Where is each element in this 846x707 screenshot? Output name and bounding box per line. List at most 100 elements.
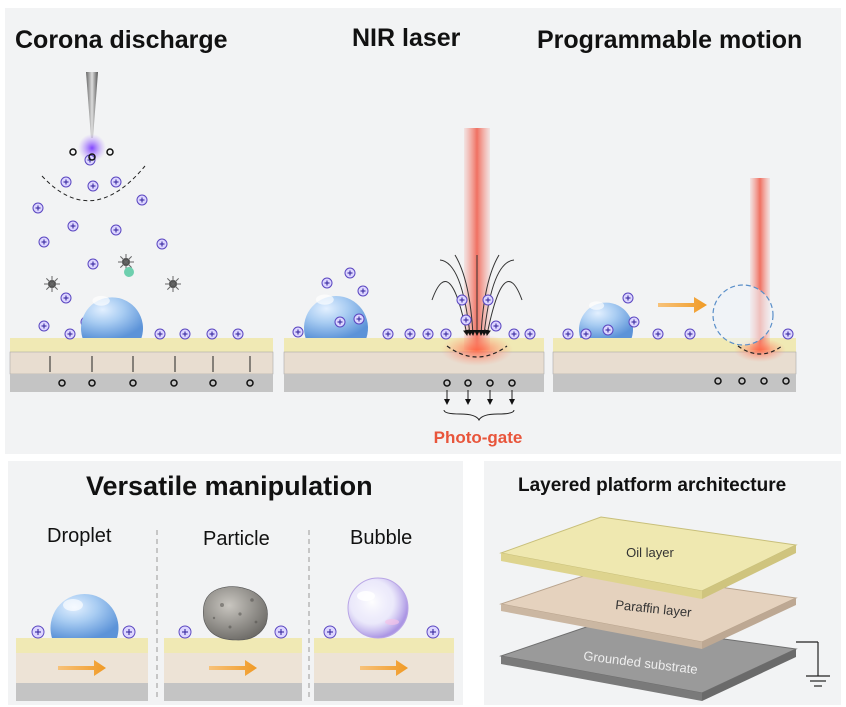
electron-icon (170, 379, 178, 387)
positive-charge-icon (87, 180, 99, 192)
positive-charge-icon (32, 202, 44, 214)
electron-icon (246, 379, 254, 387)
title-programmable-motion: Programmable motion (537, 26, 803, 54)
motion-arrow-icon (209, 660, 257, 676)
positive-charge-icon (602, 324, 614, 336)
positive-charge-icon (652, 328, 664, 340)
positive-charge-icon (60, 176, 72, 188)
positive-charge-icon (154, 328, 166, 340)
label-bubble: Bubble (350, 527, 413, 549)
positive-charge-icon (482, 294, 494, 306)
positive-charge-icon (422, 328, 434, 340)
electron-icon (782, 377, 790, 385)
particle-object (203, 586, 268, 641)
layered-platform-diagram: Oil layer Paraffin layer Grounded substr… (499, 516, 830, 701)
positive-charge-icon (31, 625, 45, 639)
title-versatile-manipulation: Versatile manipulation (86, 471, 373, 501)
positive-charge-icon (456, 294, 468, 306)
neutral-particle-icon (124, 267, 134, 277)
spark-icon (44, 276, 60, 292)
electron-icon (88, 379, 96, 387)
programmable-motion-diagram (552, 178, 797, 392)
motion-arrow-icon (360, 660, 408, 676)
motion-charges (562, 292, 794, 385)
electron-icon (760, 377, 768, 385)
positive-charge-icon (344, 267, 356, 279)
nir-laser-diagram (283, 128, 545, 422)
layer-label-oil: Oil layer (626, 545, 674, 560)
photo-gate-label: Photo-gate (434, 428, 523, 447)
label-droplet: Droplet (47, 525, 112, 547)
droplet-icon (81, 295, 143, 338)
title-corona-discharge: Corona discharge (15, 26, 228, 54)
positive-charge-icon (110, 224, 122, 236)
motion-arrow-icon (658, 297, 707, 313)
manipulation-diagram (16, 530, 454, 701)
positive-charge-icon (382, 328, 394, 340)
label-particle: Particle (203, 528, 270, 550)
spark-icon (165, 276, 181, 292)
manipulation-charges (31, 625, 440, 639)
positive-charge-icon (38, 320, 50, 332)
positive-charge-icon (179, 328, 191, 340)
positive-charge-icon (490, 320, 502, 332)
positive-charge-icon (357, 285, 369, 297)
title-nir-laser: NIR laser (352, 24, 461, 52)
positive-charge-icon (426, 625, 440, 639)
electron-icon (106, 148, 114, 156)
corona-charges (32, 148, 254, 387)
positive-charge-icon (622, 292, 634, 304)
positive-charge-icon (178, 625, 192, 639)
positive-charge-icon (38, 236, 50, 248)
electron-icon (714, 377, 722, 385)
bubble-object (347, 577, 409, 639)
needle-icon (86, 72, 98, 138)
positive-charge-icon (67, 220, 79, 232)
positive-charge-icon (562, 328, 574, 340)
electron-icon (209, 379, 217, 387)
positive-charge-icon (110, 176, 122, 188)
positive-charge-icon (292, 326, 304, 338)
positive-charge-icon (460, 314, 472, 326)
electron-icon (486, 379, 494, 387)
electron-icon (69, 148, 77, 156)
positive-charge-icon (628, 316, 640, 328)
electron-icon (443, 379, 451, 387)
spark-icon (118, 254, 134, 270)
title-layered-platform: Layered platform architecture (518, 475, 787, 496)
positive-charge-icon (206, 328, 218, 340)
positive-charge-icon (404, 328, 416, 340)
droplet-icon (579, 301, 633, 338)
positive-charge-icon (440, 328, 452, 340)
positive-charge-icon (524, 328, 536, 340)
positive-charge-icon (60, 292, 72, 304)
electron-icon (58, 379, 66, 387)
positive-charge-icon (508, 328, 520, 340)
electron-icon (738, 377, 746, 385)
ground-icon (796, 641, 830, 687)
electron-icon (129, 379, 137, 387)
positive-charge-icon (321, 277, 333, 289)
droplet-icon (304, 294, 368, 338)
electron-icon (508, 379, 516, 387)
positive-charge-icon (136, 194, 148, 206)
positive-charge-icon (323, 625, 337, 639)
positive-charge-icon (122, 625, 136, 639)
electron-icon (464, 379, 472, 387)
positive-charge-icon (782, 328, 794, 340)
positive-charge-icon (684, 328, 696, 340)
positive-charge-icon (274, 625, 288, 639)
positive-charge-icon (232, 328, 244, 340)
positive-charge-icon (580, 328, 592, 340)
motion-arrow-icon (58, 660, 106, 676)
nir-charges (292, 267, 536, 387)
corona-discharge-diagram (9, 72, 274, 392)
positive-charge-icon (156, 238, 168, 250)
electron-icon (88, 153, 96, 161)
positive-charge-icon (334, 316, 346, 328)
positive-charge-icon (87, 258, 99, 270)
droplet-object (50, 594, 119, 638)
positive-charge-icon (353, 313, 365, 325)
positive-charge-icon (64, 328, 76, 340)
